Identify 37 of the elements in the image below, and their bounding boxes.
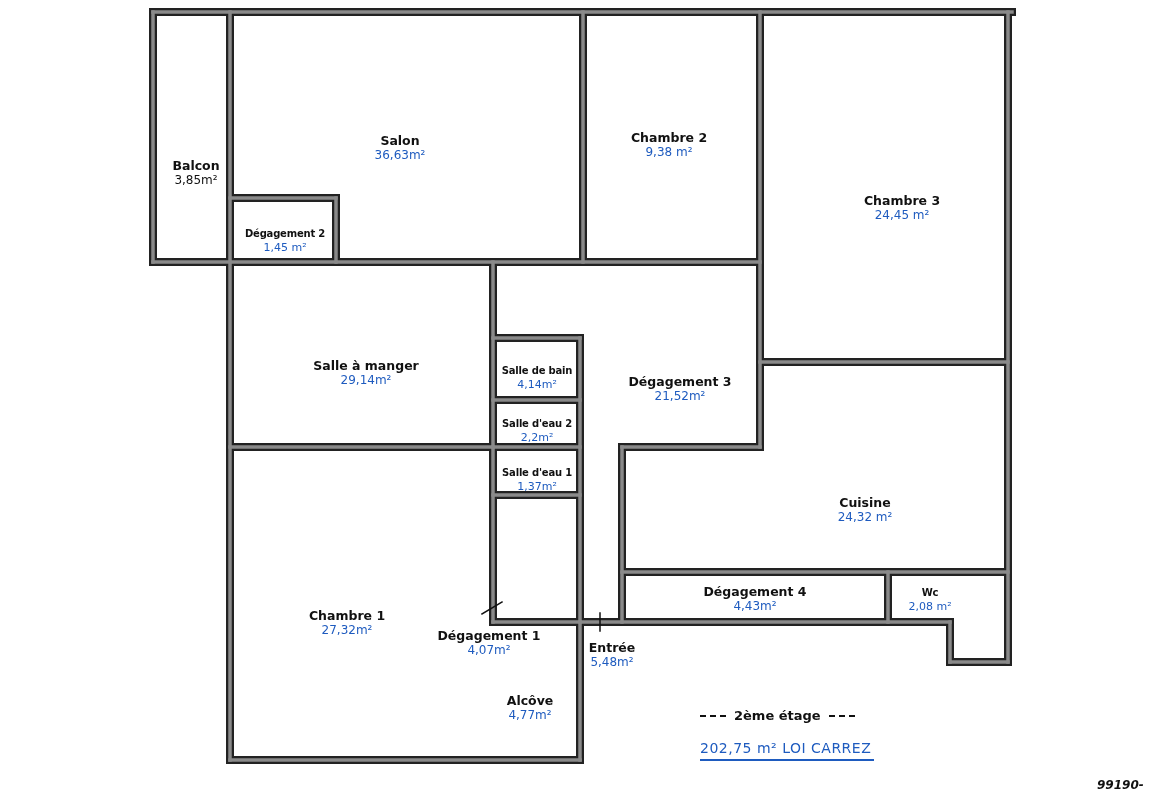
room-name: Dégagement 3 xyxy=(628,374,732,389)
room-area: 2,08 m² xyxy=(908,600,952,614)
room-area: 4,77m² xyxy=(506,708,554,722)
room-area: 36,63m² xyxy=(374,148,426,162)
room-area: 2,2m² xyxy=(502,431,572,445)
room-area: 9,38 m² xyxy=(630,145,708,159)
room-name: Salle d'eau 2 xyxy=(502,417,572,431)
room-area: 24,32 m² xyxy=(837,510,893,524)
room-area: 1,37m² xyxy=(502,480,572,494)
room-name: Salle d'eau 1 xyxy=(502,466,572,480)
room-name: Salon xyxy=(379,133,421,148)
room-area: 4,43m² xyxy=(703,599,807,613)
room-name: Chambre 2 xyxy=(630,130,708,145)
room-name: Salle de bain xyxy=(501,364,573,378)
room-area: 5,48m² xyxy=(588,655,636,669)
room-name: Chambre 1 xyxy=(308,608,386,623)
room-area: 3,85m² xyxy=(172,173,220,187)
room-name: Alcôve xyxy=(506,693,554,708)
room-name: Salle à manger xyxy=(313,358,419,373)
room-name: Dégagement 2 xyxy=(244,227,326,241)
reference-number: 99190- xyxy=(1097,778,1144,792)
room-area: 27,32m² xyxy=(308,623,386,637)
room-name: Wc xyxy=(920,586,940,600)
room-name: Balcon xyxy=(172,158,220,173)
room-name: Dégagement 4 xyxy=(703,584,807,599)
room-name: Entrée xyxy=(588,640,636,655)
room-area: 4,07m² xyxy=(437,643,541,657)
floor-title: 2ème étage xyxy=(734,708,821,723)
room-area: 1,45 m² xyxy=(244,241,326,255)
room-name: Cuisine xyxy=(838,495,892,510)
room-name: Chambre 3 xyxy=(863,193,941,208)
room-area: 29,14m² xyxy=(313,373,419,387)
room-area: 21,52m² xyxy=(628,389,732,403)
room-area: 24,45 m² xyxy=(863,208,941,222)
room-name: Dégagement 1 xyxy=(437,628,541,643)
room-area: 4,14m² xyxy=(501,378,573,392)
total-area-note: 202,75 m² LOI CARREZ xyxy=(700,740,875,761)
